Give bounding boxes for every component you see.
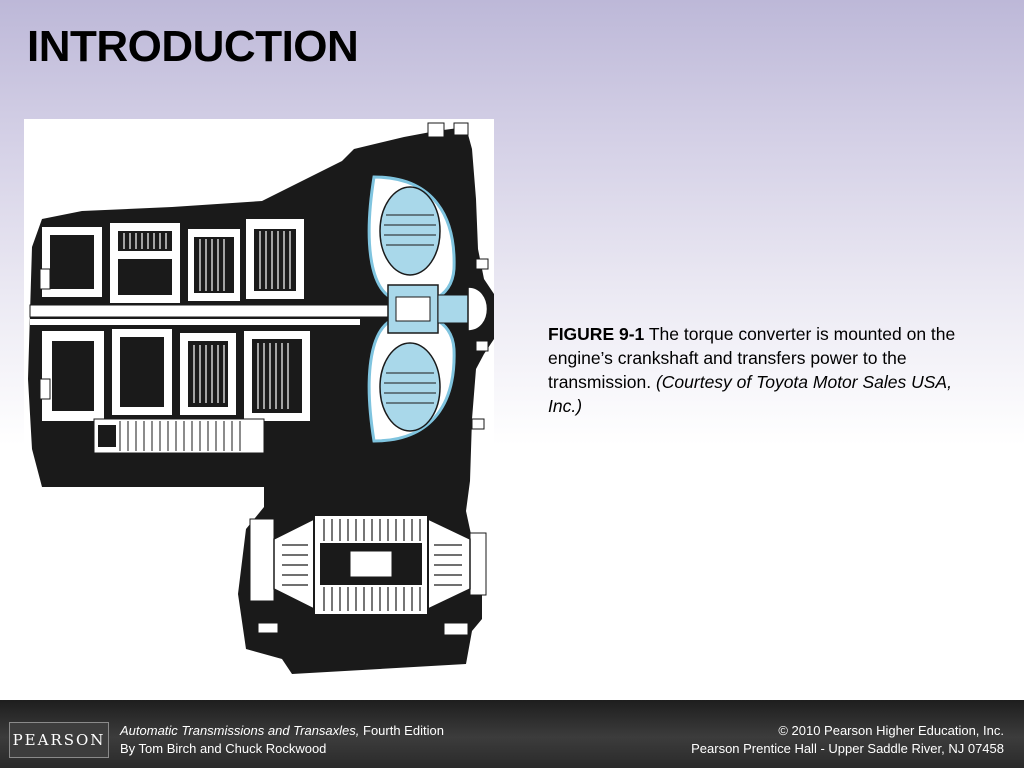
pearson-logo: PEARSON (9, 722, 109, 758)
slide-title: INTRODUCTION (27, 22, 359, 71)
copyright-text: © 2010 Pearson Higher Education, Inc. (778, 723, 1004, 738)
publisher-text: Pearson Prentice Hall - Upper Saddle Riv… (691, 741, 1004, 756)
book-authors: By Tom Birch and Chuck Rockwood (120, 741, 327, 756)
slide-footer: PEARSON Automatic Transmissions and Tran… (0, 700, 1024, 768)
logo-text: PEARSON (12, 731, 106, 749)
figure-number: FIGURE 9-1 (548, 324, 645, 344)
figure-caption: FIGURE 9-1 The torque converter is mount… (548, 322, 978, 418)
book-title: Automatic Transmissions and Transaxles, (120, 723, 360, 738)
publisher-info: © 2010 Pearson Higher Education, Inc. Pe… (691, 722, 1004, 758)
book-title-line: Automatic Transmissions and Transaxles, … (120, 722, 444, 740)
transaxle-cutaway-figure (24, 119, 494, 682)
book-info: Automatic Transmissions and Transaxles, … (120, 722, 444, 758)
book-edition: Fourth Edition (359, 723, 444, 738)
caption-courtesy: (Courtesy of Toyota Motor Sales USA, Inc… (548, 372, 952, 416)
caption-text: The torque converter is mounted on the e… (548, 324, 956, 392)
